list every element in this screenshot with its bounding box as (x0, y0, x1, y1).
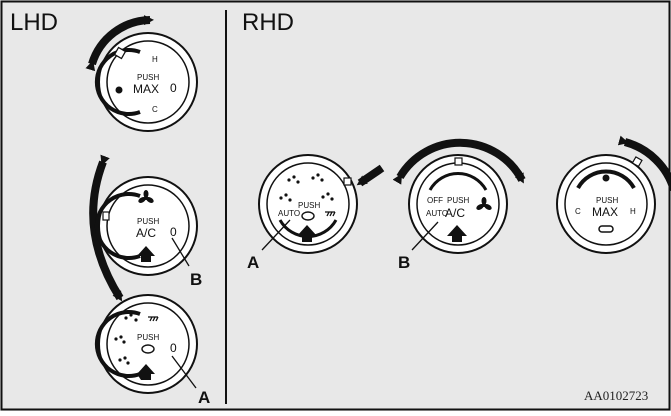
rhd-temp-hot-label: H (630, 207, 636, 216)
figure-code: AA0102723 (584, 388, 648, 403)
defrost-icon (148, 316, 159, 322)
fan-icon (476, 197, 492, 210)
up-arrow-icon (137, 364, 155, 380)
vent-mode-icons (279, 173, 334, 202)
marker-square-icon (102, 211, 110, 221)
lhd-ac-fan-knob: PUSH A/C 0 (89, 154, 198, 302)
recirculation-icon (301, 211, 315, 221)
lhd-heading: LHD (10, 9, 58, 36)
callout-b-rhd: B (398, 253, 410, 272)
rhd-temperature-knob: C H PUSH MAX (556, 135, 671, 254)
temp-cold-label: C (152, 105, 158, 114)
lhd-mode-knob: PUSH 0 (94, 294, 198, 394)
recirculation-icon (141, 344, 155, 354)
rhd-ac-auto-label: AUTO (426, 209, 448, 218)
rotate-arrow (89, 154, 124, 302)
defrost-icon (325, 211, 336, 217)
rhd-ac-push-label: PUSH (447, 196, 469, 205)
callout-a-leader (261, 219, 291, 251)
callout-b-leader (411, 221, 439, 251)
up-arrow-icon (137, 246, 155, 262)
up-arrow-icon (447, 225, 467, 242)
vent-mode-icons (114, 313, 138, 365)
push-arrow (356, 164, 385, 187)
up-arrow-icon (297, 225, 317, 242)
mode-zero-label: 0 (170, 341, 177, 355)
marker-square-icon (343, 177, 352, 186)
temp-hot-label: H (152, 55, 158, 64)
indicator-dot-icon (602, 174, 610, 182)
indicator-slot-icon (598, 225, 614, 233)
indicator-dot-icon (115, 86, 123, 94)
ac-push-label: PUSH (137, 217, 159, 226)
rhd-heading: RHD (242, 9, 294, 36)
ac-zero-label: 0 (170, 225, 177, 239)
rhd-ac-off-label: OFF (427, 196, 443, 205)
rhd-mode-auto-label: AUTO (278, 209, 300, 218)
temp-max-label: MAX (133, 82, 159, 96)
fan-icon (138, 190, 154, 203)
rhd-ac-fan-knob: OFF AUTO PUSH A/C (392, 138, 526, 254)
callout-b-leader (171, 237, 190, 267)
mode-push-label: PUSH (137, 333, 159, 342)
callout-a-leader (171, 355, 197, 389)
rhd-temp-push-label: PUSH (596, 196, 618, 205)
rotate-arrow (85, 15, 154, 72)
rhd-temp-max-label: MAX (592, 205, 618, 219)
rhd-temp-cold-label: C (575, 207, 581, 216)
rotate-arrow (392, 138, 526, 185)
callout-b-lhd: B (190, 270, 202, 289)
rhd-ac-label: A/C (445, 206, 465, 220)
rhd-mode-knob: AUTO PUSH (258, 154, 358, 254)
marker-square-icon (113, 46, 127, 60)
ac-label: A/C (136, 226, 156, 240)
rhd-mode-push-label: PUSH (298, 201, 320, 210)
temp-zero-label: 0 (170, 81, 177, 95)
callout-a-rhd: A (247, 253, 259, 272)
callout-a-lhd: A (198, 388, 210, 407)
temp-push-label: PUSH (137, 73, 159, 82)
rotate-arrow (617, 135, 671, 192)
marker-square-icon (631, 156, 643, 168)
marker-square-icon (454, 157, 463, 166)
lhd-temperature-knob: H C PUSH MAX 0 (85, 15, 198, 132)
